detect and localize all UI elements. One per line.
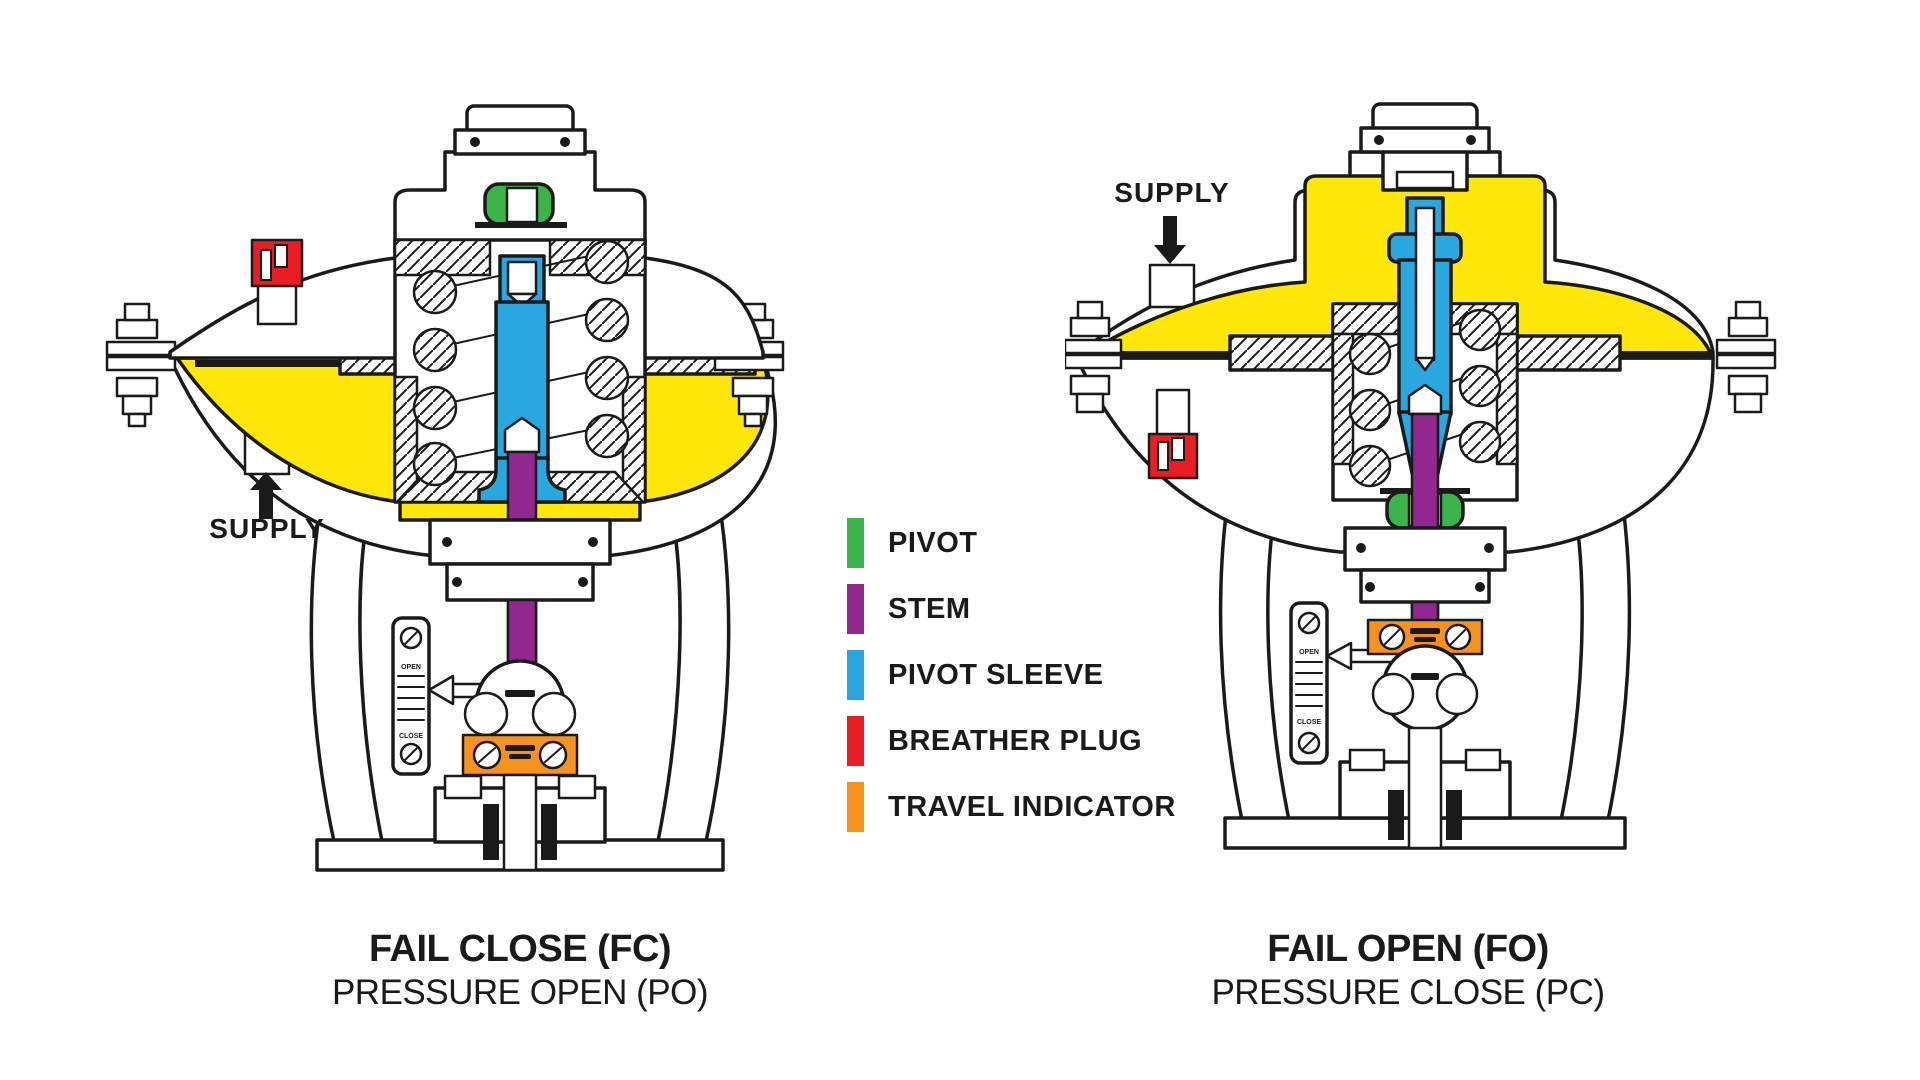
stem-connector [1371,644,1479,732]
fail-close-title: FAIL CLOSE (FC) PRESSURE OPEN (PO) [260,928,780,1013]
legend-item-stem: STEM [847,584,1176,634]
legend-item-breather-plug: BREATHER PLUG [847,716,1176,766]
stem-tip [503,416,541,454]
travel-indicator-scale: OPEN CLOSE [391,616,431,776]
spring-seat-top [1331,302,1405,336]
chamber-wall [1495,332,1519,466]
indicator-open-label: OPEN [401,664,421,671]
stem-guide [483,804,499,860]
stem-connector [463,659,577,751]
breather-plug-color-swatch [847,716,864,766]
spring [412,239,630,487]
flange-left [105,302,177,428]
legend-label: BREATHER PLUG [888,724,1143,757]
spring-cap [453,104,587,156]
pivot [475,182,567,228]
legend-label: PIVOT [888,526,978,559]
fail-open-title: FAIL OPEN (FO) PRESSURE CLOSE (PC) [1148,928,1668,1013]
legend-label: PIVOT SLEEVE [888,658,1104,691]
indicator-open-label: OPEN [1299,649,1319,656]
breather-plug [1147,388,1199,480]
supply-label: SUPPLY [1114,177,1229,208]
pivot-color-swatch [847,518,864,568]
fail-open-actuator-diagram: OPEN CLOSE [1065,102,1777,850]
title-line-1: FAIL OPEN (FO) [1267,928,1549,970]
indicator-close-label: CLOSE [399,733,423,740]
flange-left [1065,300,1123,414]
supply-label: SUPPLY [209,513,324,544]
breather-plug [250,238,304,326]
legend-item-pivot-sleeve: PIVOT SLEEVE [847,650,1176,700]
supply-arrow-icon [1154,216,1186,264]
travel-indicator-scale: OPEN CLOSE [1289,601,1329,765]
spring-seat-top [393,238,492,277]
stem-tip [1407,383,1443,416]
legend-item-pivot: PIVOT [847,518,1176,568]
valve-stem [502,773,538,872]
flange-right [1715,300,1777,414]
spring-cap [1359,102,1491,192]
legend-label: TRAVEL INDICATOR [888,790,1176,823]
travel-indicator-color-swatch [847,782,864,832]
legend-label: STEM [888,592,971,625]
fail-close-actuator-diagram: OPEN CLOSE [105,104,785,872]
pivot-sleeve-color-swatch [847,650,864,700]
stem-color-swatch [847,584,864,634]
supply-arrow-icon [250,472,282,519]
indicator-close-label: CLOSE [1297,719,1321,726]
supply-port [1148,263,1196,309]
legend-item-travel-indicator: TRAVEL INDICATOR [847,782,1176,832]
title-line-2: PRESSURE OPEN (PO) [331,973,709,1012]
legend: PIVOT STEM PIVOT SLEEVE BREATHER PLUG TR… [847,518,1176,832]
spring [1348,308,1502,488]
packing-box [428,518,612,602]
packing-box [1343,526,1507,604]
stem-guide [1388,790,1404,840]
stem-guide [1446,790,1462,840]
stem-guide [541,804,557,860]
title-line-1: FAIL CLOSE (FC) [368,928,672,970]
diaphragm-edge [195,360,430,367]
valve-stem [1407,726,1443,850]
title-line-2: PRESSURE CLOSE (PC) [1211,973,1605,1012]
travel-indicator-plate [461,733,579,777]
